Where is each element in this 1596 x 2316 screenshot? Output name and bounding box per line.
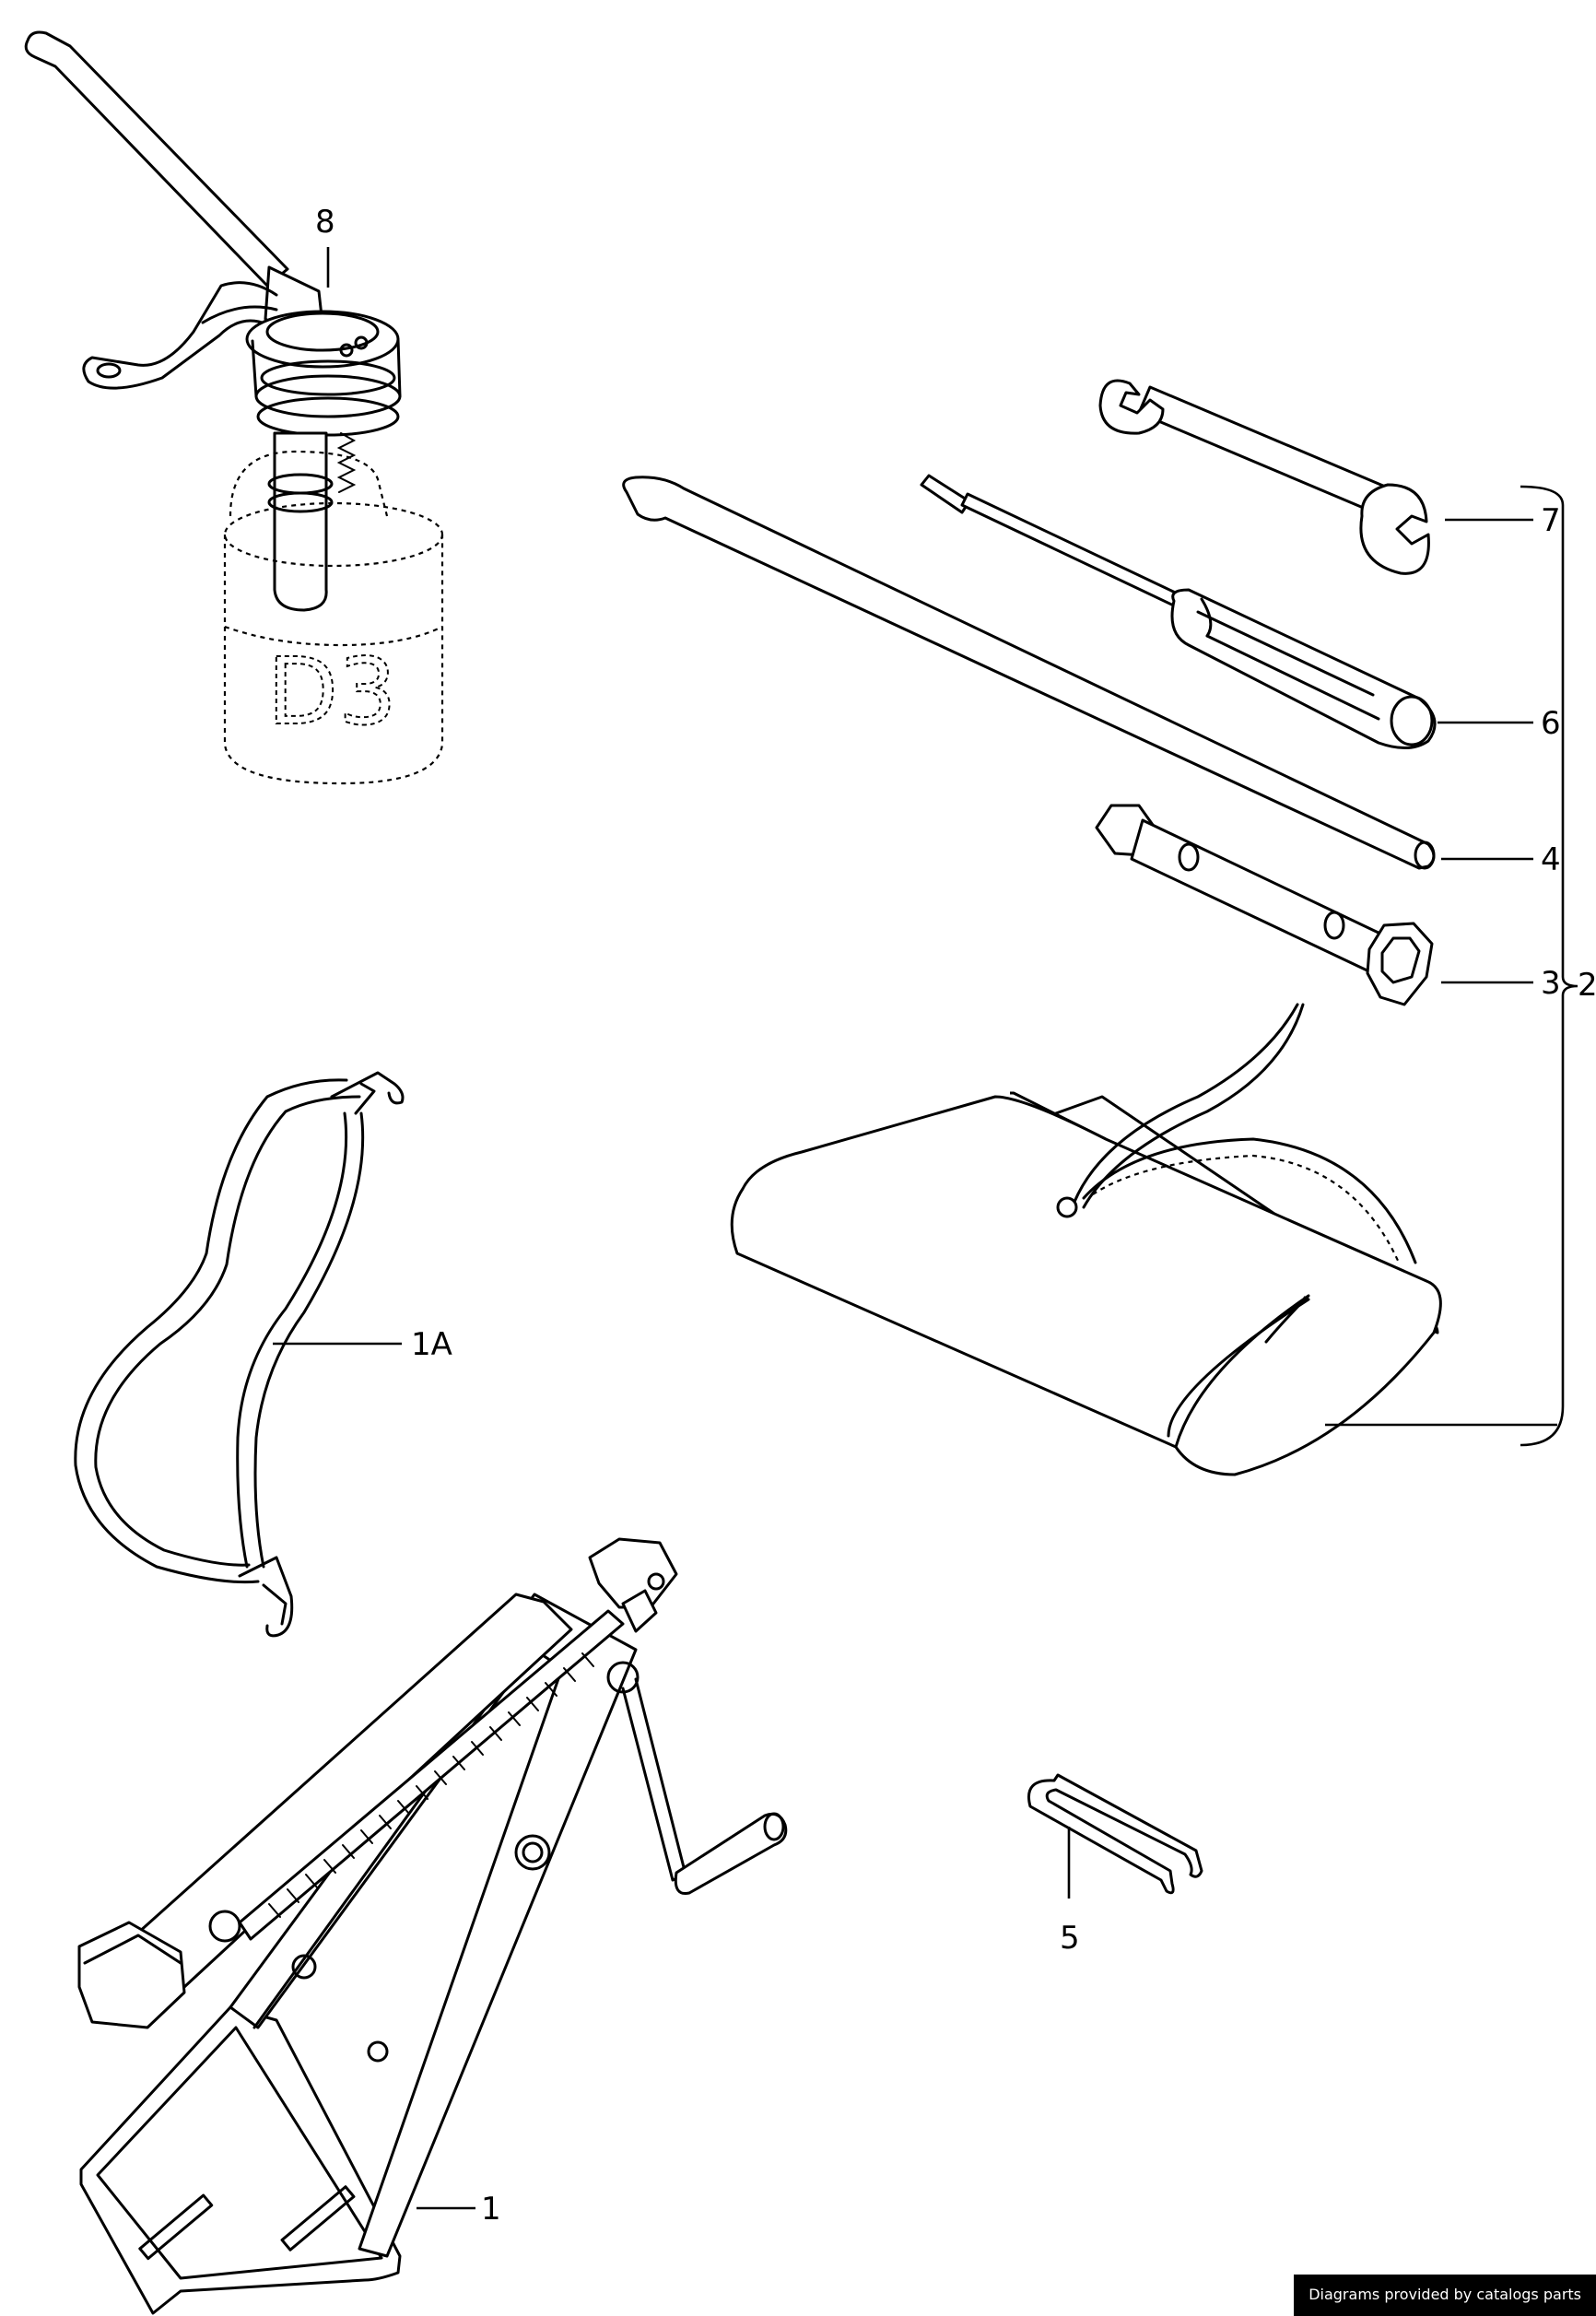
callout-3: 3	[1541, 965, 1561, 1002]
callout-4: 4	[1541, 841, 1561, 878]
screwdriver-illustration	[920, 474, 1437, 749]
credit-badge: Diagrams provided by catalogs parts	[1294, 2275, 1596, 2316]
callout-1: 1	[481, 2191, 501, 2228]
open-end-wrench-illustration	[1098, 379, 1430, 575]
callout-7: 7	[1541, 502, 1561, 539]
box-wrench-illustration	[1095, 804, 1434, 1006]
oil-can-illustration: D3	[24, 30, 444, 785]
container-marking-label: D3	[267, 638, 397, 746]
group-brace	[1520, 485, 1578, 1447]
callout-8: 8	[315, 204, 335, 241]
tire-lever-illustration	[622, 476, 1436, 870]
jack-illustration	[77, 1537, 788, 2315]
callout-2: 2	[1578, 967, 1596, 1004]
callout-5: 5	[1060, 1920, 1080, 1957]
callout-1a: 1A	[411, 1326, 452, 1363]
tool-bag-illustration	[730, 1003, 1442, 1476]
retaining-strap-illustration	[74, 1071, 405, 1638]
spring-clip-illustration	[1027, 1773, 1203, 1895]
callout-6: 6	[1541, 705, 1561, 742]
